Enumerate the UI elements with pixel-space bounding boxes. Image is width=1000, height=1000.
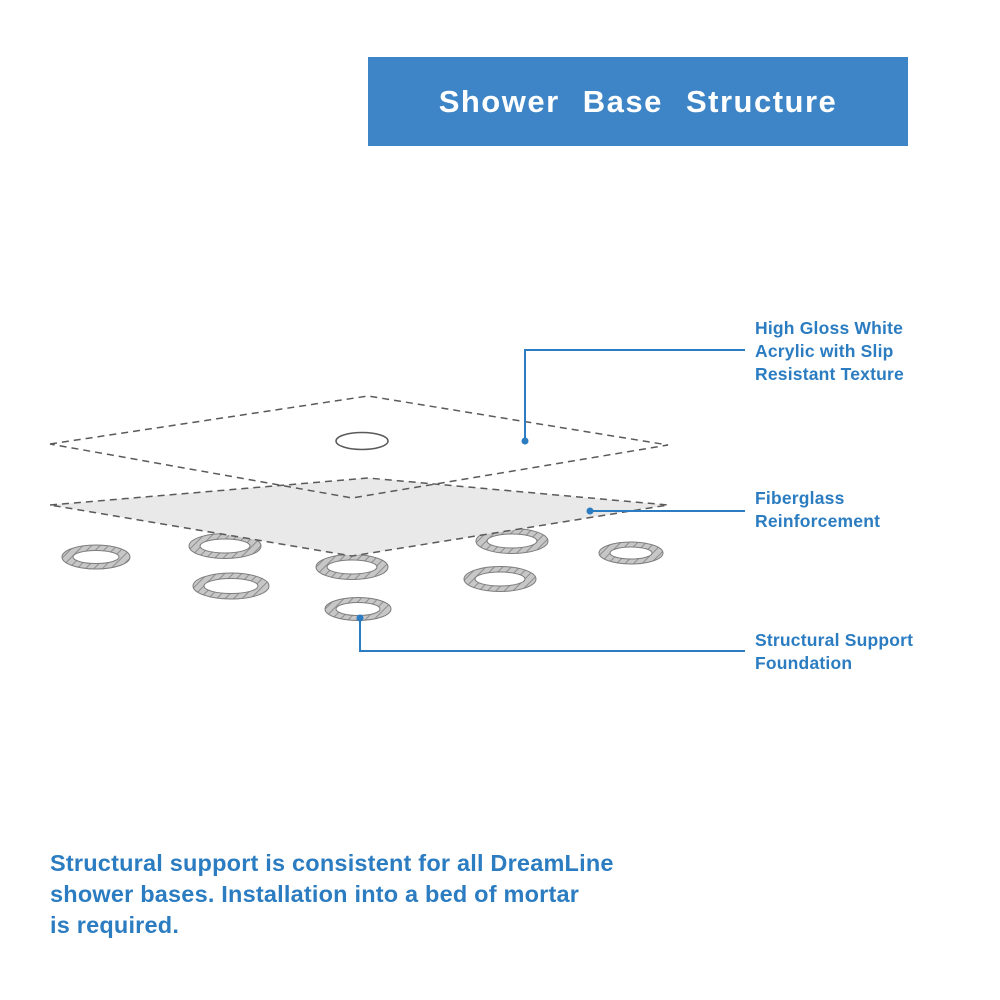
leader-dot-fiberglass — [586, 507, 594, 515]
support-ring — [598, 541, 664, 565]
support-ring — [188, 533, 262, 559]
label-foundation: Structural Support Foundation — [755, 630, 914, 673]
acrylic-top-layer-outline — [49, 395, 669, 499]
support-ring — [475, 528, 549, 554]
support-ring — [463, 566, 537, 592]
support-ring — [315, 554, 389, 580]
support-ring — [192, 572, 270, 600]
title-banner: Shower Base Structure — [368, 57, 908, 146]
drain-ellipse — [335, 431, 389, 451]
page-title: Shower Base Structure — [438, 83, 838, 119]
leader-dot-foundation — [356, 614, 364, 622]
leader-line-acrylic — [524, 349, 745, 438]
leader-line-foundation — [359, 620, 745, 652]
label-fiberglass: Fiberglass Reinforcement — [755, 488, 881, 531]
leader-dot-acrylic — [521, 437, 529, 445]
support-ring — [61, 544, 131, 570]
fiberglass-layer — [49, 477, 669, 557]
label-acrylic: High Gloss White Acrylic with Slip Resis… — [755, 318, 904, 384]
support-ring — [324, 597, 392, 621]
footer-note: Structural support is consistent for all… — [50, 850, 614, 938]
